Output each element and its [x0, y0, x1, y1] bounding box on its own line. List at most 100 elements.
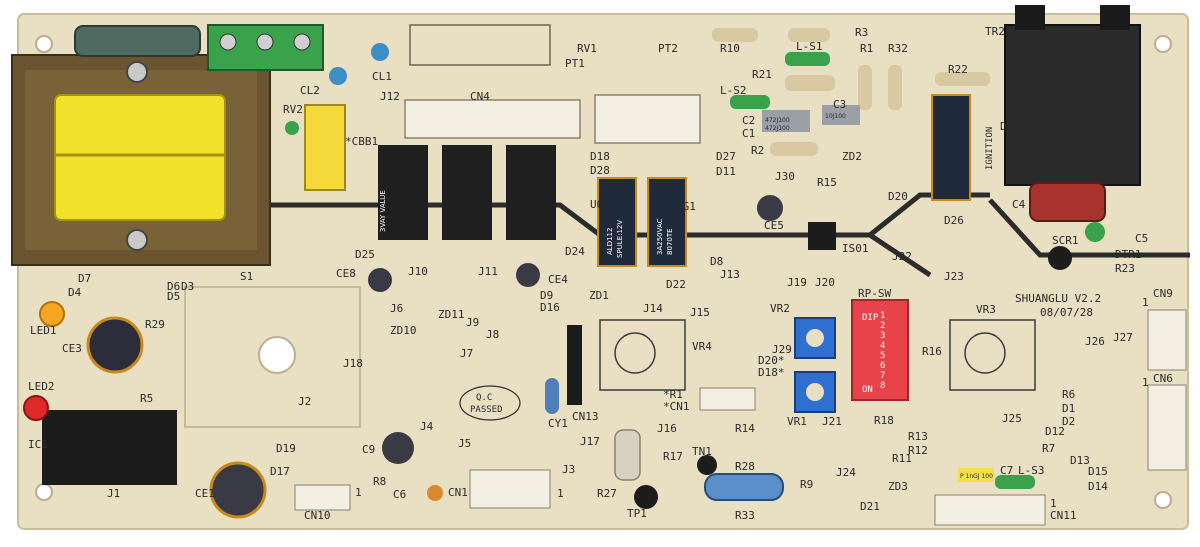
- label-led2: LED2: [28, 380, 55, 393]
- dip-number: 1: [880, 311, 885, 321]
- label-d18a: D18: [590, 150, 610, 163]
- label-c9: C9: [362, 443, 375, 456]
- label-d2: D2: [1062, 415, 1075, 428]
- label-dtr1: DTR1: [1115, 248, 1142, 261]
- label-scr1: SCR1: [1052, 234, 1079, 247]
- label-r23: R23: [1115, 262, 1135, 275]
- label-r8: R8: [373, 475, 386, 488]
- label-d15: D15: [1088, 465, 1108, 478]
- ignition-label: IGNITION: [985, 127, 995, 170]
- label-rv1: RV1: [577, 42, 597, 55]
- label-j27: J27: [1113, 331, 1133, 344]
- mounting-holes: [35, 35, 1172, 509]
- label-ce3: CE3: [62, 342, 82, 355]
- label-j9: J9: [466, 316, 479, 329]
- label-c5: C5: [1135, 232, 1148, 245]
- label-zd2: ZD2: [842, 150, 862, 163]
- label-r10: R10: [720, 42, 740, 55]
- label-j24: J24: [836, 466, 856, 479]
- label-vr3: VR3: [976, 303, 996, 316]
- label-j23: J23: [944, 270, 964, 283]
- label-d5: D5: [167, 290, 180, 303]
- label-d28: D28: [590, 164, 610, 177]
- label-vr4: VR4: [692, 340, 712, 353]
- label-j13: J13: [720, 268, 740, 281]
- transformer: [11, 54, 271, 266]
- label-j29: J29: [772, 343, 792, 356]
- label-j30: J30: [775, 170, 795, 183]
- label-d26: D26: [944, 214, 964, 227]
- white-connectors: [294, 309, 1187, 526]
- dip-number: 4: [880, 341, 885, 351]
- resistors: [712, 28, 1035, 489]
- label-cn4: CN4: [470, 90, 490, 103]
- label-cy1: CY1: [548, 417, 568, 430]
- dip-number: 2: [880, 321, 885, 331]
- dip-label: RP-SW: [858, 287, 891, 300]
- power-resistor: [704, 473, 784, 501]
- qc-stamp-top: Q.C: [476, 393, 492, 403]
- cap-marking-2: 472J100: [765, 125, 790, 132]
- label-cl1: CL1: [372, 70, 392, 83]
- label-ce1: CE1: [195, 487, 215, 500]
- label-rv2: RV2: [283, 103, 303, 116]
- label-r22: R22: [948, 63, 968, 76]
- label-r5: R5: [140, 392, 153, 405]
- label-r9: R9: [800, 478, 813, 491]
- label-ic1: IC1: [28, 438, 48, 451]
- label-zd3: ZD3: [888, 480, 908, 493]
- label-cn10: CN10: [304, 509, 331, 522]
- label-one-e: 1: [1050, 497, 1057, 510]
- relay-ald-line4: 8070TE: [666, 228, 674, 255]
- label-r1b: *R1: [663, 388, 683, 401]
- label-j2: J2: [298, 395, 311, 408]
- dip-switch: [851, 299, 909, 401]
- label-tn1: TN1: [692, 445, 712, 458]
- cap-marking-1: 472J100: [765, 117, 790, 124]
- x-capacitor: [1029, 182, 1106, 222]
- transistors: [634, 222, 1072, 509]
- label-c7: C7: [1000, 464, 1013, 477]
- label-d27: D27: [716, 150, 736, 163]
- label-c6: C6: [393, 488, 406, 501]
- label-d13: D13: [1070, 454, 1090, 467]
- label-r2: R2: [751, 144, 764, 157]
- label-r21: R21: [752, 68, 772, 81]
- label-cl2: CL2: [300, 84, 320, 97]
- dip-on-text: ON: [862, 385, 873, 395]
- label-j8: J8: [486, 328, 499, 341]
- label-r29: R29: [145, 318, 165, 331]
- label-j5: J5: [458, 437, 471, 450]
- voltage-regulator: [42, 410, 177, 485]
- label-r13: R13: [908, 430, 928, 443]
- label-d6: D6: [167, 280, 180, 293]
- label-ce5: CE5: [764, 219, 784, 232]
- heatsink-outline: [184, 286, 361, 428]
- dip-number: 5: [880, 351, 885, 361]
- label-vr2: VR2: [770, 302, 790, 315]
- date-line: 08/07/28: [1040, 306, 1093, 319]
- label-d1a: D1: [1000, 120, 1013, 133]
- relay-ald-line1: ALD112: [606, 228, 614, 255]
- relay-ald-line2: SPULE:12V: [616, 220, 624, 258]
- label-d17: D17: [270, 465, 290, 478]
- label-j26: J26: [1085, 335, 1105, 348]
- label-zd1: ZD1: [589, 289, 609, 302]
- dip-number: 3: [880, 331, 885, 341]
- label-cn13: CN13: [572, 410, 599, 423]
- dip-number: 8: [880, 381, 885, 391]
- label-j4: J4: [420, 420, 434, 433]
- label-r14: R14: [735, 422, 755, 435]
- label-d3: D3: [181, 280, 194, 293]
- label-one-a: 1: [1142, 296, 1149, 309]
- label-j6: J6: [390, 302, 403, 315]
- relay-ald-line3: 3A250VAC: [656, 218, 664, 255]
- label-pt2: PT2: [658, 42, 678, 55]
- label-j18: J18: [343, 357, 363, 370]
- label-cn1b: CN1: [448, 486, 468, 499]
- led1-amber: [39, 301, 65, 327]
- label-r7: R7: [1042, 442, 1055, 455]
- electrolytic-capacitors: [86, 195, 783, 519]
- label-ce4: CE4: [548, 273, 568, 286]
- label-led1: LED1: [30, 324, 57, 337]
